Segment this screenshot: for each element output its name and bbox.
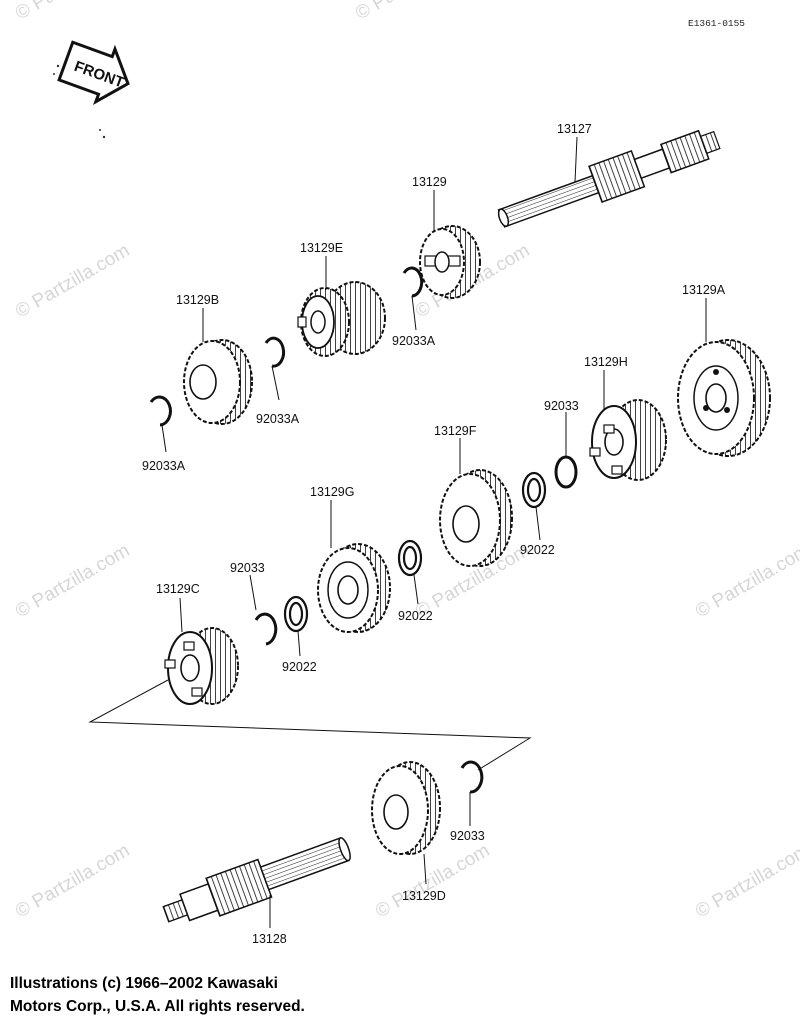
front-arrow-icon <box>57 40 130 106</box>
gear-13129D <box>371 761 441 855</box>
part-label-13129F: 13129F <box>434 424 477 438</box>
gear-13129C <box>164 627 239 705</box>
part-label-13129B: 13129B <box>176 293 219 307</box>
part-label-13127: 13127 <box>557 122 592 136</box>
watermark: © Partzilla.com <box>12 240 133 322</box>
copyright-line-2: Motors Corp., U.S.A. All rights reserved… <box>10 998 305 1015</box>
circlip-92033A-1 <box>402 266 424 298</box>
watermark: © Partzilla.com <box>692 840 800 922</box>
gear-13129B <box>183 339 253 425</box>
watermark: © Partzilla.com <box>352 0 473 24</box>
watermark: © Partzilla.com <box>12 840 133 922</box>
washer-92022-1 <box>521 471 547 509</box>
gear-13129H <box>589 399 667 481</box>
washer-92022-2 <box>397 539 423 577</box>
part-label-92033-2: 92033 <box>230 561 265 575</box>
part-label-92022-2: 92022 <box>398 609 433 623</box>
part-label-92033A-3: 92033A <box>142 459 186 473</box>
watermark: © Partzilla.com <box>12 540 133 622</box>
copyright-line-1: Illustrations (c) 1966–2002 Kawasaki <box>10 975 278 992</box>
watermark: © Partzilla.com <box>12 0 133 24</box>
circlip-92033A-2 <box>264 336 286 368</box>
part-label-92022-3: 92022 <box>282 660 317 674</box>
part-label-13128: 13128 <box>252 932 287 946</box>
circlip-92033-1 <box>554 455 578 489</box>
front-arrow: FRONT <box>57 40 130 106</box>
circlip-92033-3 <box>460 760 484 794</box>
gear-13129A <box>677 339 771 457</box>
diagram-code: E1361-0155 <box>688 18 745 29</box>
part-label-13129: 13129 <box>412 175 447 189</box>
circlip-92033-2 <box>254 612 278 646</box>
part-label-13129C: 13129C <box>156 582 200 596</box>
washer-92022-3 <box>283 595 309 633</box>
leader-lines <box>88 136 707 928</box>
gear-13129F <box>439 469 513 567</box>
part-label-13129E: 13129E <box>300 241 343 255</box>
part-label-13129G: 13129G <box>310 485 354 499</box>
part-label-92033A-2: 92033A <box>256 412 300 426</box>
watermark: © Partzilla.com <box>692 540 800 622</box>
part-label-92033-1: 92033 <box>544 399 579 413</box>
watermark: © Partzilla.com <box>372 840 493 922</box>
gear-13129 <box>419 225 481 299</box>
part-label-13129H: 13129H <box>584 355 628 369</box>
main-shaft-13127 <box>497 129 721 228</box>
part-label-92033A-1: 92033A <box>392 334 436 348</box>
circlip-92033A-3 <box>149 395 172 427</box>
part-label-13129D: 13129D <box>402 889 446 903</box>
part-labels: 13127 13129 13129E 13129B 92033A 92033A … <box>142 122 726 946</box>
gear-13129E <box>297 281 386 357</box>
part-label-92022-1: 92022 <box>520 543 555 557</box>
gear-13129G <box>317 543 391 633</box>
part-label-13129A: 13129A <box>682 283 726 297</box>
part-label-92033-3: 92033 <box>450 829 485 843</box>
drive-shaft-13128 <box>162 836 351 923</box>
